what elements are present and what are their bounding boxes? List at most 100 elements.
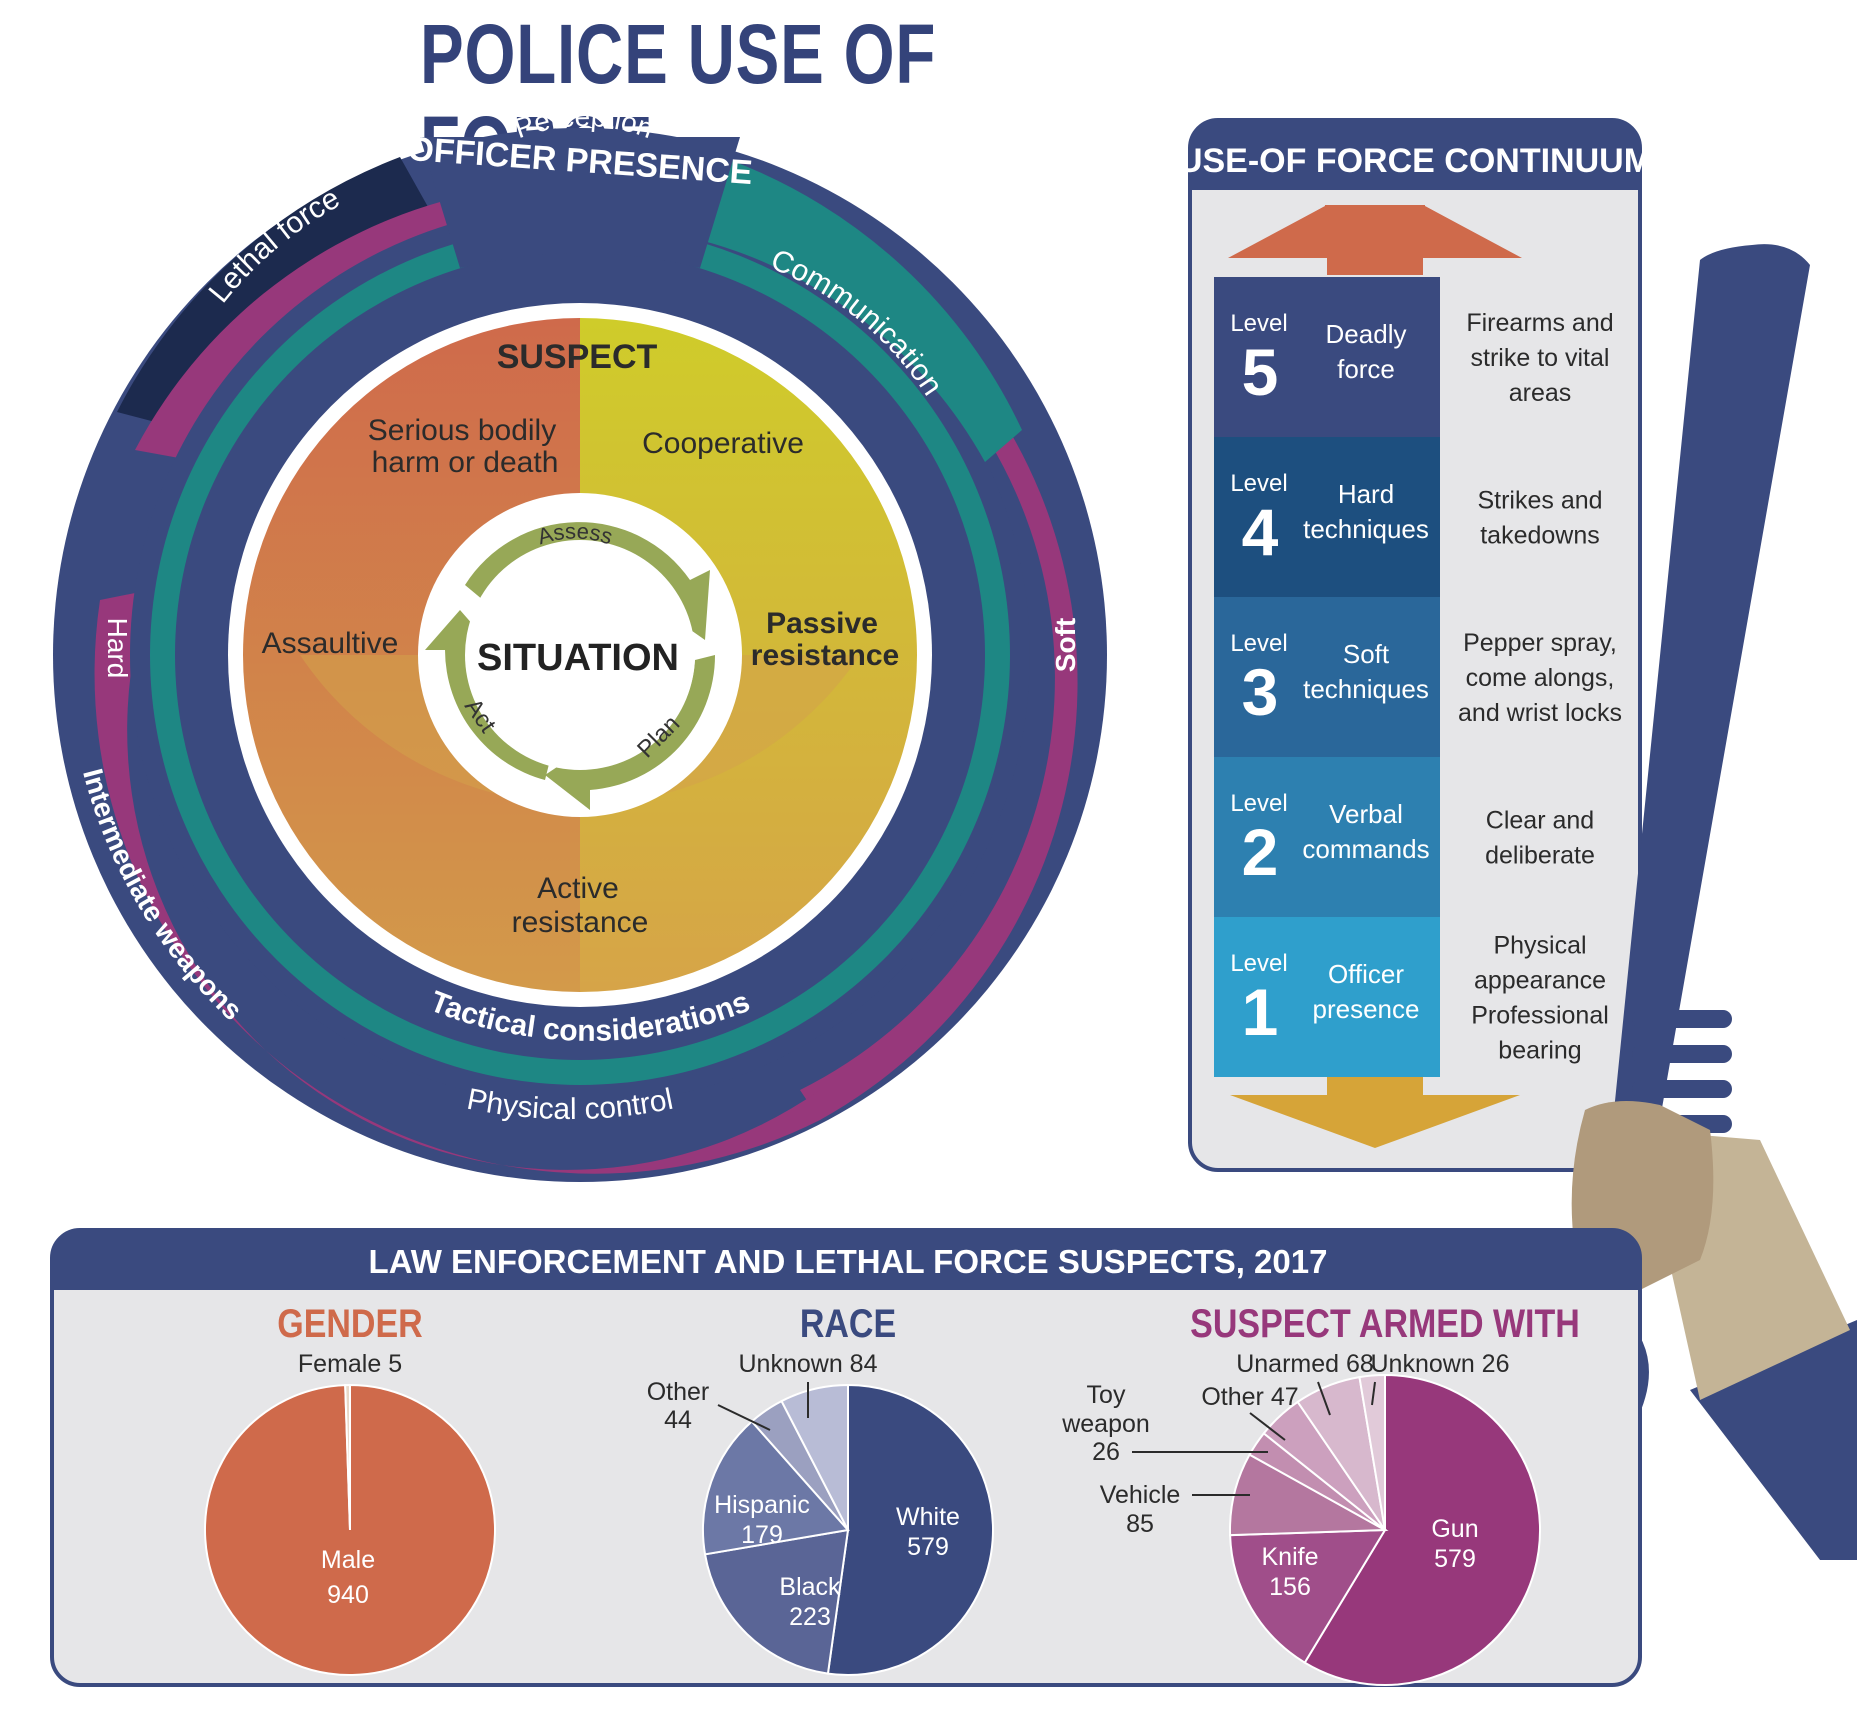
cooperative-label: Cooperative [642,427,804,460]
pie-title: GENDER [277,1300,423,1345]
level-name-line1: Hard [1338,479,1394,509]
continuum-panel: USE-OF FORCE CONTINUUM Level5Deadlyforce… [1178,118,1652,1172]
pie-title: SUSPECT ARMED WITH [1190,1300,1580,1345]
slice-value: 579 [907,1533,949,1561]
level-description: bearing [1498,1037,1581,1065]
stats-header-bg [52,1230,1640,1290]
slice-value: 179 [741,1521,783,1549]
leader-line [1249,1412,1286,1441]
level-word: Level [1230,470,1287,497]
force-wheel: OFFICER PRESENCE Perception Lethal force… [53,101,1107,1182]
slice-value-outside: 44 [664,1406,692,1434]
level-description: Firearms and [1466,309,1613,337]
level-number: 1 [1242,975,1279,1049]
level-description: takedowns [1480,522,1600,550]
level-name-line1: Soft [1343,639,1390,669]
level-description: Clear and [1486,807,1594,835]
level-description: deliberate [1485,842,1595,870]
cycle-arrows [425,522,716,810]
serious-harm-label-1: Serious bodily [368,414,556,447]
slice-label-outside: Unknown 26 [1371,1350,1510,1378]
up-arrow-shaft [1327,205,1423,275]
assess-arrow [465,522,710,640]
level-name-line1: Verbal [1329,799,1403,829]
pie-slice [703,1528,850,1675]
situation-label: SITUATION [477,637,679,679]
passive-resistance-label-2: resistance [751,639,899,672]
level-description: and wrist locks [1458,699,1622,727]
level-row: Level1OfficerpresencePhysicalappearanceP… [1214,917,1609,1077]
level-band [1214,917,1440,1077]
level-name-line2: presence [1313,994,1420,1024]
level-word: Level [1230,310,1287,337]
pie-slice [826,1383,994,1676]
level-number: 5 [1242,335,1279,409]
level-band [1214,597,1440,757]
level-description: Pepper spray, [1463,629,1617,657]
pie-slice [702,1420,850,1556]
slice-value: 156 [1269,1573,1311,1601]
slice-value: 579 [1434,1545,1476,1573]
level-name-line2: techniques [1303,674,1429,704]
down-arrow-head [1230,1095,1520,1148]
active-resistance-label-1: Active [537,872,619,905]
pie-slice [780,1383,849,1531]
slice-label: Black [779,1573,841,1601]
situation-center [465,540,695,770]
leader-line [717,1404,771,1431]
slice-label-outside: Other [647,1378,710,1406]
communication-band [700,160,1022,462]
slice-label-outside: weapon [1061,1410,1150,1438]
soft-label: Soft [1050,618,1081,672]
pie-slice [344,1383,351,1531]
level-description: come alongs, [1466,664,1615,692]
leader-line [1317,1381,1331,1416]
level-word: Level [1230,790,1287,817]
pie-slice [1358,1373,1386,1531]
stats-title: LAW ENFORCEMENT AND LETHAL FORCE SUSPECT… [369,1243,1328,1280]
slice-label-outside: Other 47 [1201,1383,1298,1411]
level-name-line1: Deadly [1326,319,1407,349]
level-name-line2: force [1337,354,1395,384]
slice-label: Male [321,1546,375,1574]
plan-arrow [545,655,716,810]
slice-label-outside: Vehicle [1100,1481,1181,1509]
serious-harm-label-2: harm or death [372,446,559,479]
level-name-line2: techniques [1303,514,1429,544]
pie-slice [1229,1528,1387,1664]
slice-value: 223 [789,1603,831,1631]
slice-value-outside: 85 [1126,1510,1154,1538]
slice-value-outside: 26 [1092,1438,1120,1466]
slice-label: Gun [1431,1515,1478,1543]
level-word: Level [1230,950,1287,977]
active-resistance-label-2: resistance [512,906,649,939]
level-description: Physical [1493,932,1586,960]
slice-label: Hispanic [714,1491,810,1519]
level-description: areas [1509,379,1572,407]
level-name-line2: commands [1302,834,1429,864]
continuum-title: USE-OF FORCE CONTINUUM [1178,142,1652,180]
pie-chart: RACEWhite579Black223Hispanic179Other44Un… [647,1300,994,1676]
act-arrow [425,610,550,780]
slice-label-outside: Unarmed 68 [1236,1350,1374,1378]
stats-panel: LAW ENFORCEMENT AND LETHAL FORCE SUSPECT… [50,1228,1642,1687]
level-description: Professional [1471,1002,1609,1030]
assaultive-label: Assaultive [262,627,399,660]
slice-label: Knife [1262,1543,1319,1571]
level-number: 3 [1242,655,1279,729]
level-description: Strikes and [1477,487,1602,515]
slice-label-outside: Female 5 [298,1350,402,1378]
pie-title: RACE [800,1300,896,1345]
officer-presence-tab [420,137,740,268]
level-band [1214,757,1440,917]
baton [1605,244,1810,1205]
baton-illustration [1454,244,1857,1560]
slice-label: White [896,1503,960,1531]
slice-label-outside: Toy [1087,1381,1126,1409]
